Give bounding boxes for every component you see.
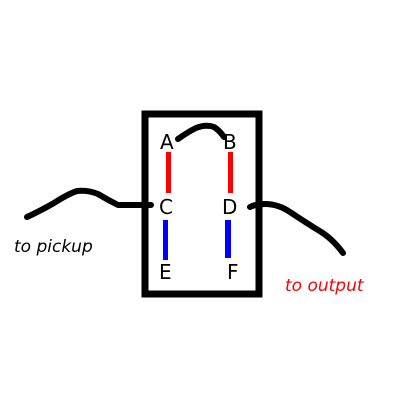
- terminal-label-c: C: [159, 195, 173, 219]
- terminal-label-e: E: [159, 260, 172, 284]
- terminal-label-f: F: [227, 260, 239, 284]
- contact-bar-a-c: [166, 152, 171, 193]
- terminal-label-b: B: [223, 130, 237, 154]
- jumper-wire-a-b: [175, 122, 227, 142]
- to-output-note: to output: [285, 276, 365, 296]
- output-lead-wire: [247, 201, 346, 256]
- contact-bar-c-e: [163, 220, 168, 260]
- to-pickup-note: to pickup: [14, 237, 93, 257]
- contact-bar-b-d: [228, 152, 233, 193]
- contact-bar-d-f: [225, 220, 231, 258]
- terminal-label-a: A: [160, 130, 174, 154]
- terminal-label-d: D: [222, 195, 237, 219]
- pickup-lead-wire: [24, 187, 154, 220]
